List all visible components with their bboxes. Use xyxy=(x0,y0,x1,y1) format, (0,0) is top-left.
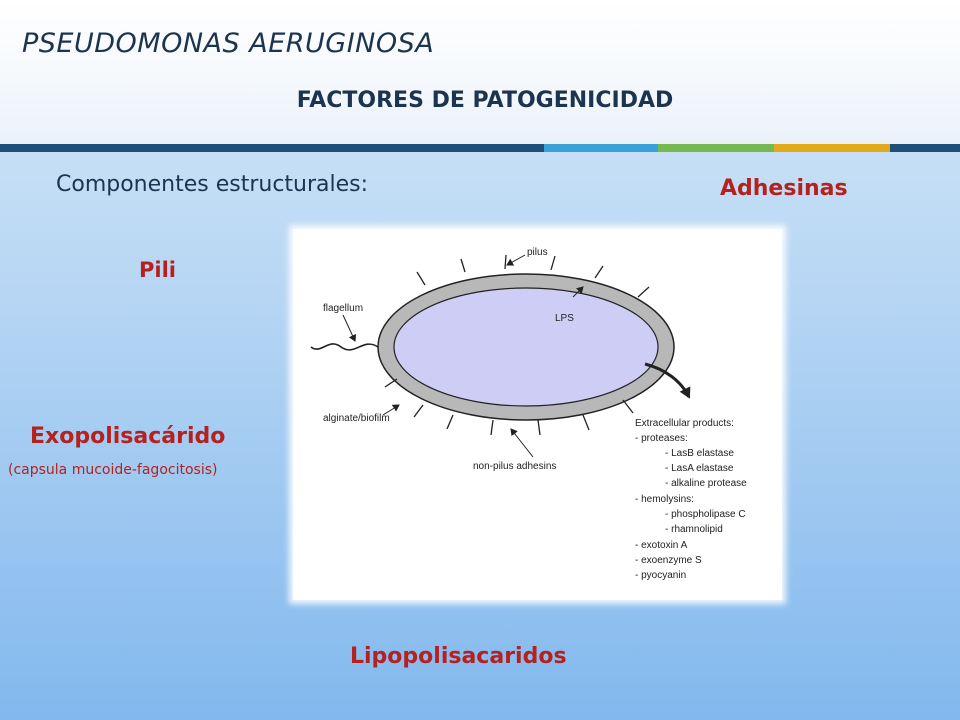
cell-cytoplasm xyxy=(393,287,659,407)
extracellular-item: - phospholipase C xyxy=(665,509,746,520)
label-lipopolisacaridos: Lipopolisacaridos xyxy=(350,644,567,669)
accent-bar-segment xyxy=(890,144,960,152)
extracellular-title: Extracellular products: xyxy=(635,418,734,429)
label-pili: Pili xyxy=(139,258,176,282)
pilus-line xyxy=(622,399,634,414)
pilus-line xyxy=(413,404,424,418)
pilus-line xyxy=(460,258,466,273)
accent-bar-segment xyxy=(544,144,658,152)
extracellular-item: - exotoxin A xyxy=(635,540,688,551)
slide-subtitle: FACTORES DE PATOGENICIDAD xyxy=(296,88,674,113)
bacterium-diagram: pilus flagellum LPS alginate/biofilm non… xyxy=(293,229,782,600)
pilus-pointer-arrow xyxy=(506,254,526,266)
flagellum-label: flagellum xyxy=(323,303,363,314)
pilus-line xyxy=(637,286,650,298)
pilus-line xyxy=(582,414,590,431)
pilus-line xyxy=(416,271,426,286)
alginate-label: alginate/biofilm xyxy=(323,413,390,424)
pilus-line xyxy=(550,255,556,271)
accent-bar-segment xyxy=(0,144,544,152)
flagellum-line xyxy=(310,343,379,351)
lps-pointer-arrow xyxy=(572,286,584,298)
nonpilus-pointer-arrow xyxy=(510,428,534,458)
label-adhesinas: Adhesinas xyxy=(720,176,848,201)
extracellular-item: - pyocyanin xyxy=(635,570,686,581)
extracellular-item: - LasB elastase xyxy=(665,448,734,459)
extracellular-item: - proteases: xyxy=(635,433,688,444)
label-exopolisacarido: Exopolisacárido xyxy=(30,424,226,449)
extracellular-item: - alkaline protease xyxy=(665,478,747,489)
accent-bar-segment xyxy=(658,144,774,152)
secretion-arrow xyxy=(644,362,691,399)
extracellular-item: - hemolysins: xyxy=(635,494,694,505)
accent-bar xyxy=(0,144,960,152)
extracellular-item: - LasA elastase xyxy=(665,463,734,474)
slide-title: PSEUDOMONAS AERUGINOSA xyxy=(22,28,435,59)
nonpilus-label: non-pilus adhesins xyxy=(473,461,556,472)
pilus-line xyxy=(537,419,541,436)
slide-header: PSEUDOMONAS AERUGINOSA FACTORES DE PATOG… xyxy=(0,0,960,146)
pili-group xyxy=(384,254,650,436)
alginate-pointer-arrow xyxy=(382,404,400,416)
pilus-label: pilus xyxy=(527,247,548,258)
pilus-line xyxy=(490,419,494,436)
lps-label: LPS xyxy=(555,313,574,324)
accent-bar-segment xyxy=(774,144,890,152)
pilus-line xyxy=(384,378,398,388)
extracellular-item: - exoenzyme S xyxy=(635,555,702,566)
flagellum-pointer-arrow xyxy=(342,314,357,342)
pilus-line xyxy=(446,414,454,430)
label-exopolisacarido-note: (capsula mucoide-fagocitosis) xyxy=(8,462,218,478)
pilus-line xyxy=(594,265,604,279)
extracellular-list: - proteases: - LasB elastase - LasA elas… xyxy=(635,433,747,581)
pilus-line xyxy=(504,254,507,270)
extracellular-item: - rhamnolipid xyxy=(665,524,723,535)
bacterium-diagram-svg: pilus flagellum LPS alginate/biofilm non… xyxy=(310,247,747,581)
section-label: Componentes estructurales: xyxy=(56,172,369,197)
